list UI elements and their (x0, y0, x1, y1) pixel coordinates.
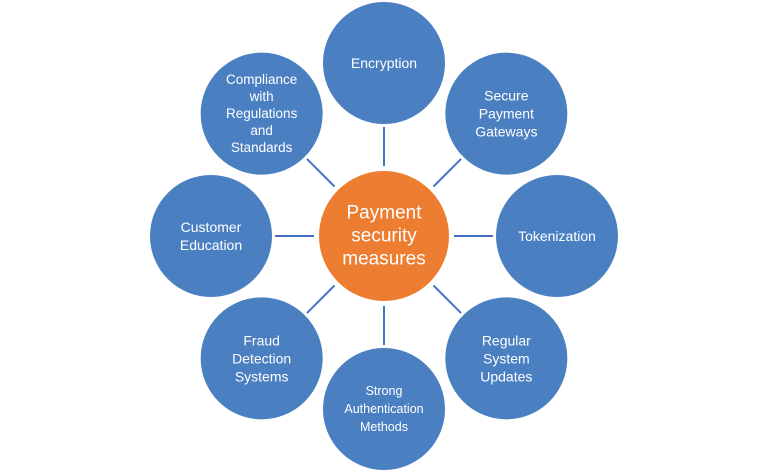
connector-secure-payment-gateways (432, 158, 462, 188)
center-circle (317, 169, 451, 303)
node-label-strong-authentication-methods: Authentication (344, 402, 423, 416)
node-label-fraud-detection-systems: Fraud (243, 332, 280, 348)
node-circle-fraud-detection-systems (198, 295, 325, 422)
node-label-encryption: Encryption (351, 55, 417, 71)
node-label-strong-authentication-methods: Methods (360, 420, 408, 434)
center-label: measures (342, 249, 425, 270)
node-circle-tokenization (494, 173, 620, 299)
node-circle-customer-education (148, 173, 274, 299)
connector-regular-system-updates (432, 284, 462, 314)
node-circle-secure-payment-gateways (443, 50, 570, 177)
node-label-compliance-with-regulations-and-standards: Standards (231, 140, 293, 155)
outer-nodes: EncryptionSecurePaymentGatewaysTokenizat… (148, 0, 620, 472)
node-label-secure-payment-gateways: Payment (479, 106, 534, 122)
node-circle-strong-authentication-methods (321, 346, 447, 472)
node-label-compliance-with-regulations-and-standards: with (249, 89, 274, 104)
node-circle-compliance-with-regulations-and-standards (198, 50, 325, 177)
node-circle-encryption (321, 0, 447, 126)
connector-fraud-detection-systems (306, 284, 336, 314)
node-label-strong-authentication-methods: Strong (366, 384, 403, 398)
node-label-secure-payment-gateways: Secure (484, 88, 529, 104)
center-label: security (351, 226, 417, 247)
node-label-regular-system-updates: Regular (482, 332, 531, 348)
node-label-fraud-detection-systems: Systems (235, 368, 289, 384)
node-label-regular-system-updates: Updates (480, 368, 532, 384)
connector-lines (275, 127, 493, 345)
node-label-compliance-with-regulations-and-standards: and (250, 123, 273, 138)
node-label-fraud-detection-systems: Detection (232, 350, 291, 366)
node-label-customer-education: Education (180, 237, 242, 253)
node-label-secure-payment-gateways: Gateways (475, 124, 537, 140)
node-label-customer-education: Customer (181, 219, 242, 235)
node-label-regular-system-updates: System (483, 350, 530, 366)
connector-compliance-with-regulations-and-standards (306, 158, 336, 188)
node-tokenization: Tokenization (494, 173, 620, 299)
node-label-compliance-with-regulations-and-standards: Regulations (226, 106, 298, 121)
node-label-tokenization: Tokenization (518, 228, 596, 244)
node-label-compliance-with-regulations-and-standards: Compliance (226, 72, 297, 87)
node-encryption: Encryption (321, 0, 447, 126)
center-label: Payment (347, 203, 423, 224)
node-circle-regular-system-updates (443, 295, 570, 422)
